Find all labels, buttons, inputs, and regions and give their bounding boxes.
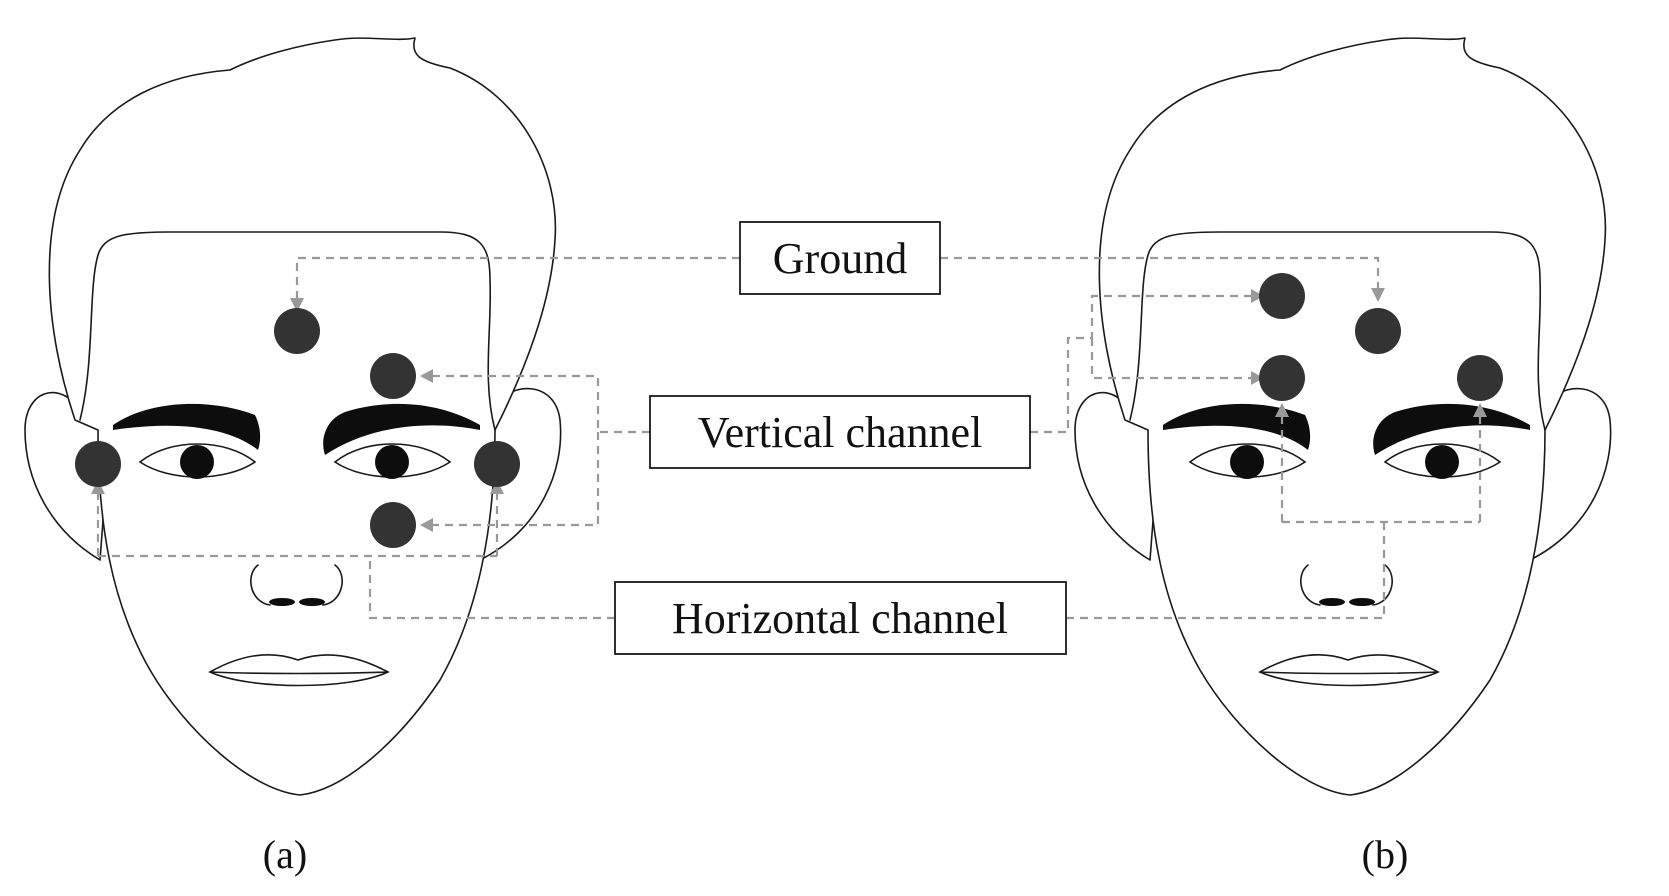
label-horizontal-text: Horizontal channel (672, 594, 1008, 643)
horizontal-arrow-b-left (1275, 403, 1289, 417)
face-a-right-eye (333, 443, 452, 478)
face-a-mouth (208, 654, 390, 687)
electrode-a-horizontal-left (75, 441, 121, 487)
vertical-wire-a (432, 374, 650, 527)
label-vertical-text: Vertical channel (698, 408, 983, 457)
face-b (1074, 37, 1612, 796)
electrode-b-vertical-lower (1259, 355, 1305, 401)
connection-lines (91, 256, 1487, 620)
caption-a: (a) (263, 832, 307, 877)
electrode-b-ground (1355, 308, 1401, 354)
electrode-b-vertical-upper (1259, 273, 1305, 319)
ground-arrow-b (1371, 288, 1385, 302)
electrode-b-horizontal-right (1457, 355, 1503, 401)
label-ground: Ground (739, 221, 941, 295)
face-b-right-pupil (1425, 445, 1459, 479)
electrodes-face-a (75, 308, 520, 548)
face-a-left-nostril (269, 598, 295, 606)
face-b-right-nostril (1349, 598, 1375, 606)
label-horizontal-channel: Horizontal channel (614, 581, 1067, 655)
vertical-arrow-b-upper (1251, 289, 1264, 303)
label-ground-text: Ground (773, 234, 907, 283)
electrode-a-vertical-upper (370, 353, 416, 399)
face-a-hairline (79, 231, 496, 431)
electrodes-face-b (1259, 273, 1503, 401)
face-a-nose (250, 564, 343, 606)
face-a-right-nostril (299, 598, 325, 606)
face-a-left-eyebrow (113, 403, 261, 450)
electrode-a-ground (274, 308, 320, 354)
label-ground-box (739, 221, 941, 295)
face-a-left-pupil (180, 445, 214, 479)
face-a-right-eyebrow (323, 403, 480, 455)
ground-wire-a (295, 256, 740, 300)
vertical-wire-b (1030, 294, 1252, 434)
electrode-a-vertical-lower (370, 502, 416, 548)
label-vertical-box (649, 395, 1031, 469)
ground-wire-b (940, 256, 1380, 290)
label-horizontal-box (614, 581, 1067, 655)
horizontal-wire-a (96, 492, 615, 620)
face-b-right-eyebrow (1373, 403, 1530, 455)
face-b-left-eyebrow (1163, 403, 1311, 450)
vertical-arrow-a-upper (420, 369, 433, 383)
label-vertical-channel: Vertical channel (649, 395, 1031, 469)
face-b-mouth (1258, 654, 1440, 687)
face-a-right-pupil (375, 445, 409, 479)
electrode-a-horizontal-right (474, 441, 520, 487)
face-b-head-outline (1098, 37, 1607, 796)
face-b-right-eye (1383, 443, 1502, 478)
vertical-arrow-b-lower (1251, 371, 1264, 385)
face-a-left-ear (24, 391, 111, 561)
face-a (24, 37, 562, 796)
face-a-head-outline (48, 37, 557, 796)
caption-b: (b) (1362, 832, 1409, 877)
horizontal-arrow-b-right (1473, 403, 1487, 417)
face-b-left-nostril (1319, 598, 1345, 606)
face-b-nose (1300, 564, 1393, 606)
face-b-left-ear (1074, 391, 1161, 561)
face-a-left-eye (138, 443, 257, 478)
horizontal-wire-b (1066, 415, 1482, 620)
face-b-left-eye (1188, 443, 1307, 478)
face-b-left-pupil (1230, 445, 1264, 479)
vertical-arrow-a-lower (420, 518, 433, 532)
face-b-hairline (1129, 231, 1546, 431)
ground-arrow-a (290, 298, 304, 312)
